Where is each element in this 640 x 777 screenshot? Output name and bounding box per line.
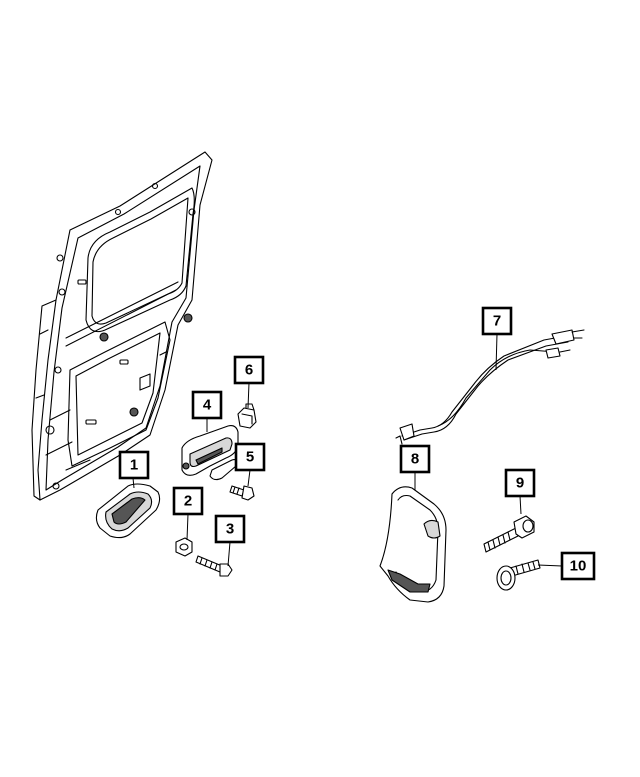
handle-bezel — [95, 483, 161, 539]
svg-text:8: 8 — [411, 451, 419, 468]
svg-text:4: 4 — [203, 397, 212, 414]
callout-7: 7 — [481, 306, 513, 336]
callout-9: 9 — [504, 468, 536, 498]
door-inner-panel — [31, 151, 213, 501]
svg-text:2: 2 — [184, 493, 192, 510]
svg-text:1: 1 — [130, 457, 138, 474]
hex-nut — [175, 537, 193, 557]
leader-lines — [132, 333, 563, 567]
callout-6: 6 — [233, 355, 265, 385]
callout-2: 2 — [172, 486, 204, 516]
inside-handle — [181, 425, 239, 481]
svg-text:5: 5 — [246, 449, 254, 466]
svg-text:6: 6 — [245, 362, 253, 379]
bolt-9 — [483, 515, 535, 553]
bolt-10 — [496, 559, 541, 591]
callout-3: 3 — [214, 514, 246, 544]
svg-text:3: 3 — [226, 521, 234, 538]
door-cable — [395, 329, 585, 445]
callout-8: 8 — [399, 444, 431, 474]
callout-1: 1 — [118, 450, 150, 480]
callout-4: 4 — [191, 390, 223, 420]
retaining-clip — [237, 403, 257, 429]
callout-10: 10 — [560, 551, 596, 581]
svg-text:9: 9 — [516, 475, 524, 492]
svg-text:10: 10 — [570, 558, 587, 575]
screw-3 — [195, 555, 233, 577]
handle-cover — [379, 486, 447, 603]
screw-5 — [229, 485, 255, 501]
svg-text:7: 7 — [493, 313, 501, 330]
callout-5: 5 — [234, 442, 266, 472]
